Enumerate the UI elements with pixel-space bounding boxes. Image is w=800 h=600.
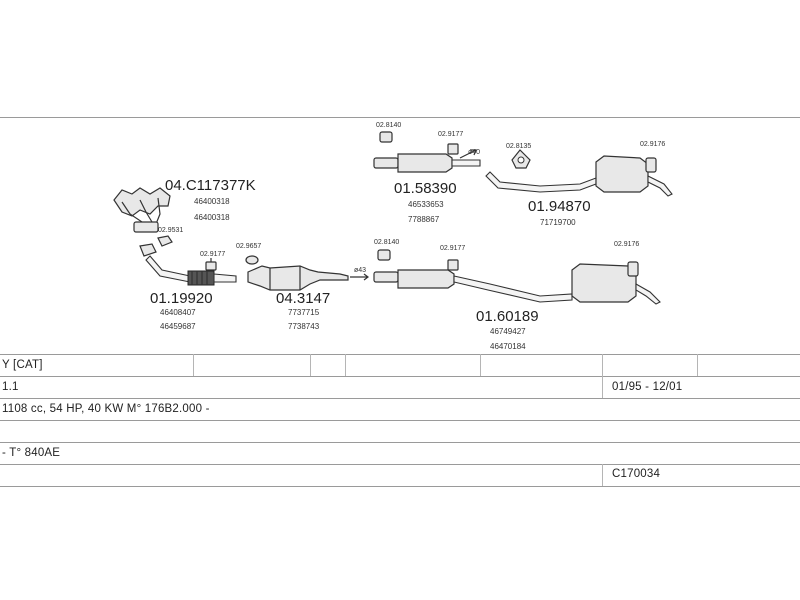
upper-clamp-part[interactable] <box>447 143 459 155</box>
front-pipe-ref-2: 46459687 <box>160 322 196 331</box>
table-rule-7 <box>0 486 800 487</box>
table-divider-3 <box>345 354 346 376</box>
upper-mount-c-code: 02.9176 <box>640 141 665 148</box>
table-divider-5 <box>602 354 603 376</box>
upper-rear-code: 01.94870 <box>528 198 591 215</box>
lower-clamp-part[interactable] <box>447 259 459 271</box>
exhaust-system-diagram: 04.C117377K 46400318 46400318 02.9531 01… <box>113 122 673 351</box>
front-clamp-part[interactable] <box>205 258 217 271</box>
table-divider-1 <box>193 354 194 376</box>
front-pipe-code: 01.19920 <box>150 290 213 307</box>
lower-mount-c-part[interactable] <box>627 261 639 277</box>
lower-exhaust-assembly-part[interactable] <box>373 263 661 305</box>
upper-center-code: 01.58390 <box>394 180 457 197</box>
upper-center-ref-2: 7788867 <box>408 215 440 224</box>
table-rule-4 <box>0 420 800 421</box>
upper-center-silencer-part[interactable] <box>373 153 481 173</box>
table-divider-6 <box>697 354 698 376</box>
lower-assembly-code: 01.60189 <box>476 308 539 325</box>
upper-center-ref-1: 46533653 <box>408 200 444 209</box>
upper-mount-b-code: 02.8135 <box>506 143 531 150</box>
catalyst-code: 04.3147 <box>276 290 330 307</box>
table-divider-8 <box>602 464 603 486</box>
front-pipe-part[interactable] <box>139 243 237 286</box>
upper-diameter-label: ø40 <box>468 149 480 156</box>
catalytic-converter-part[interactable] <box>247 265 349 291</box>
table-rule-3 <box>0 398 800 399</box>
manifold-ref-1: 46400318 <box>194 197 230 206</box>
lower-mount-a-code: 02.8140 <box>374 239 399 246</box>
engine-cell: 1.1 <box>2 381 19 393</box>
diagram-top-rule <box>0 117 800 118</box>
model-cell: Y [CAT] <box>2 359 43 371</box>
lower-mount-c-code: 02.9176 <box>614 241 639 248</box>
table-divider-4 <box>480 354 481 376</box>
type-cell: - T° 840AE <box>2 447 61 459</box>
catalyst-gasket-code: 02.9657 <box>236 243 261 250</box>
table-rule-2 <box>0 376 800 377</box>
period-cell: 01/95 - 12/01 <box>612 381 683 393</box>
catalyst-gasket-part[interactable] <box>245 255 259 265</box>
front-pipe-ref-1: 46408407 <box>160 308 196 317</box>
manifold-ref-2: 46400318 <box>194 213 230 222</box>
lower-clamp-code: 02.9177 <box>440 245 465 252</box>
upper-mount-a-code: 02.8140 <box>376 122 401 129</box>
lower-mount-a-part[interactable] <box>377 249 391 261</box>
table-divider-2 <box>310 354 311 376</box>
catalyst-ref-1: 7737715 <box>288 308 320 317</box>
lower-assembly-ref-1: 46749427 <box>490 327 526 336</box>
upper-connection-arrow <box>459 149 477 159</box>
table-rule-5 <box>0 442 800 443</box>
upper-clamp-code: 02.9177 <box>438 131 463 138</box>
upper-mount-c-part[interactable] <box>645 157 657 173</box>
front-clamp-code: 02.9177 <box>200 251 225 258</box>
lower-assembly-ref-2: 46470184 <box>490 342 526 351</box>
catalog-code-cell: C170034 <box>612 468 661 480</box>
exhaust-manifold-part[interactable] <box>113 187 171 233</box>
upper-mount-b-part[interactable] <box>511 149 531 169</box>
manifold-gasket-part[interactable] <box>157 235 173 247</box>
table-rule-1 <box>0 354 800 355</box>
table-rule-6 <box>0 464 800 465</box>
catalyst-ref-2: 7738743 <box>288 322 320 331</box>
spec-cell: 1108 cc, 54 HP, 40 KW M° 176B2.000 - <box>2 403 210 415</box>
catalyst-diameter-label: ø43 <box>354 267 366 274</box>
manifold-gasket-code: 02.9531 <box>158 227 183 234</box>
upper-rear-silencer-part[interactable] <box>485 155 673 197</box>
upper-mount-a-part[interactable] <box>379 131 393 143</box>
catalyst-connection-arrow <box>350 273 369 281</box>
manifold-code: 04.C117377K <box>165 177 256 194</box>
table-divider-7 <box>602 376 603 398</box>
upper-rear-ref-1: 71719700 <box>540 218 576 227</box>
